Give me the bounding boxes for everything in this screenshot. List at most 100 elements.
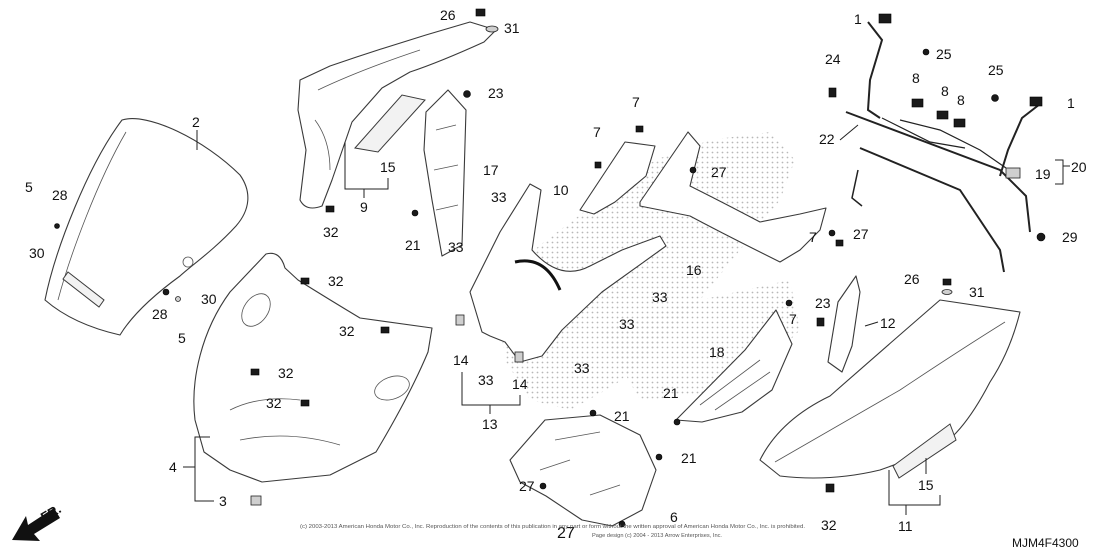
front-cowl-crease xyxy=(229,398,341,446)
callout: 33 xyxy=(619,316,635,332)
clip-icon xyxy=(300,399,310,407)
callout: 32 xyxy=(339,323,355,339)
callout: 10 xyxy=(553,182,569,198)
callout: 8 xyxy=(912,70,920,86)
callout: 27 xyxy=(519,478,535,494)
callout: 17 xyxy=(483,162,499,178)
clip-icon xyxy=(250,368,260,376)
callout: 33 xyxy=(478,372,494,388)
grommet-icon xyxy=(911,98,924,108)
lower-middle-cover[interactable] xyxy=(509,414,657,527)
fasteners xyxy=(54,8,1046,528)
collar-icon xyxy=(1005,167,1021,179)
callout: 2 xyxy=(192,114,200,130)
screw-icon xyxy=(411,209,419,217)
callout: 1 xyxy=(854,11,862,27)
callout-labels: 26 31 23 15 17 9 32 2 5 28 30 21 33 33 3… xyxy=(25,7,1087,542)
callout: 33 xyxy=(491,189,507,205)
clip-icon xyxy=(635,125,644,133)
front-arrow-icon xyxy=(12,508,60,541)
cushion-icon xyxy=(250,495,262,506)
middle-cowl[interactable] xyxy=(469,183,667,363)
callout: 9 xyxy=(360,199,368,215)
grommet-icon xyxy=(1029,96,1043,107)
clip-icon xyxy=(514,351,524,363)
callout: 27 xyxy=(557,525,575,542)
windscreen-mount-hole xyxy=(182,256,194,268)
upper-side-cover[interactable] xyxy=(297,21,497,209)
callout: 25 xyxy=(936,46,952,62)
grommet-icon xyxy=(878,13,892,24)
middle-cowl-curve xyxy=(514,259,562,291)
callout: 12 xyxy=(880,315,896,331)
callout: 3 xyxy=(219,493,227,509)
lower-middle-cover-details xyxy=(539,431,621,496)
copyright-line-2: Page design (c) 2004 - 2013 Arrow Enterp… xyxy=(592,533,722,539)
callout: 7 xyxy=(632,94,640,110)
callout: 19 xyxy=(1035,166,1051,182)
screw-icon xyxy=(673,418,681,426)
screw-icon xyxy=(785,299,793,307)
callout: 24 xyxy=(825,51,841,67)
callout: 5 xyxy=(25,179,33,195)
callout: 16 xyxy=(686,262,702,278)
callout: 33 xyxy=(574,360,590,376)
windscreen[interactable] xyxy=(44,118,249,336)
front-cowl[interactable] xyxy=(193,252,433,483)
screw-icon xyxy=(589,409,597,417)
front-cowl-headlight-left xyxy=(241,293,271,327)
inner-panel[interactable] xyxy=(423,89,467,257)
windscreen-edge xyxy=(57,131,127,301)
screw-icon xyxy=(618,520,626,528)
screw-icon xyxy=(991,94,999,102)
inner-cover-panel[interactable] xyxy=(579,141,656,215)
inner-side-panel[interactable] xyxy=(827,275,861,373)
callout: 18 xyxy=(709,344,725,360)
callout: 4 xyxy=(169,459,177,475)
copyright-line-1: (c) 2003-2013 American Honda Motor Co., … xyxy=(300,524,805,530)
callout: 27 xyxy=(853,226,869,242)
callout: 7 xyxy=(789,311,797,327)
callout: 21 xyxy=(663,385,679,401)
callout: 14 xyxy=(512,376,528,392)
callout: 32 xyxy=(323,224,339,240)
figure-code: MJM4F4300 xyxy=(1012,536,1079,550)
callout: 25 xyxy=(988,62,1004,78)
callout: 33 xyxy=(652,289,668,305)
callout: 32 xyxy=(266,395,282,411)
callout: 23 xyxy=(488,85,504,101)
callout: 28 xyxy=(52,187,68,203)
callout: 26 xyxy=(440,7,456,23)
cowl-stay-bracket[interactable] xyxy=(845,21,1041,273)
callout: 20 xyxy=(1071,159,1087,175)
windscreen-decal xyxy=(62,271,105,308)
inner-lower-panel-ribs xyxy=(699,359,771,411)
lower-decal[interactable] xyxy=(892,423,957,479)
center-cowl[interactable] xyxy=(639,131,827,263)
bolt-icon xyxy=(942,278,952,286)
clip-icon xyxy=(380,326,390,334)
callout: 32 xyxy=(328,273,344,289)
nut-icon xyxy=(1036,232,1046,242)
bolt-icon xyxy=(828,87,837,98)
callout: 30 xyxy=(201,291,217,307)
callout: 31 xyxy=(969,284,985,300)
clip-icon xyxy=(825,483,835,493)
callout: 21 xyxy=(681,450,697,466)
callout: 29 xyxy=(1062,229,1078,245)
screw-icon xyxy=(539,482,547,490)
inner-lower-panel[interactable] xyxy=(675,309,793,423)
screw-icon xyxy=(828,229,836,237)
clip-icon xyxy=(300,277,310,285)
lower-side-cowl-edge xyxy=(774,321,1006,463)
callout: 26 xyxy=(904,271,920,287)
screw-icon xyxy=(689,166,697,174)
washer-icon xyxy=(175,296,181,302)
callout: 30 xyxy=(29,245,45,261)
clip-icon xyxy=(835,239,844,247)
callout: 21 xyxy=(405,237,421,253)
upper-side-cover-crease xyxy=(314,49,421,171)
callout: 14 xyxy=(453,352,469,368)
screw-icon xyxy=(54,223,60,229)
upper-decal[interactable] xyxy=(354,94,426,153)
